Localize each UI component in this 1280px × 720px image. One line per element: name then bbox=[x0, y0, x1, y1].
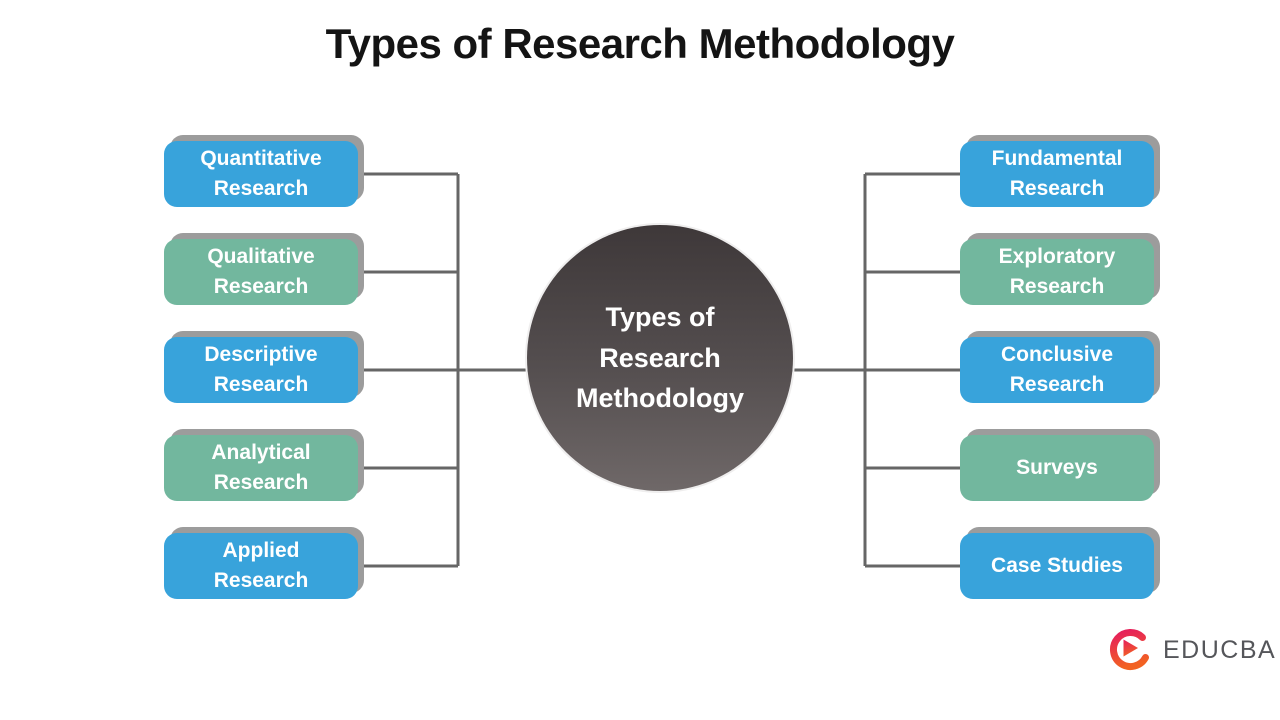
node-conclusive-research: Conclusive Research bbox=[960, 337, 1154, 403]
page-title: Types of Research Methodology bbox=[325, 20, 955, 67]
central-node: Types of Research Methodology bbox=[527, 225, 793, 491]
node-descriptive-research: Descriptive Research bbox=[164, 337, 358, 403]
educba-logo-text: EDUCBA bbox=[1163, 635, 1277, 664]
node-exploratory-research: Exploratory Research bbox=[960, 239, 1154, 305]
node-qualitative-research: Qualitative Research bbox=[164, 239, 358, 305]
educba-logo: EDUCBA bbox=[1106, 624, 1276, 676]
node-quantitative-research: Quantitative Research bbox=[164, 141, 358, 207]
educba-swirl-play-icon bbox=[1106, 626, 1154, 674]
node-analytical-research: Analytical Research bbox=[164, 435, 358, 501]
node-surveys: Surveys bbox=[960, 435, 1154, 501]
node-case-studies: Case Studies bbox=[960, 533, 1154, 599]
node-fundamental-research: Fundamental Research bbox=[960, 141, 1154, 207]
central-node-label: Types of Research Methodology bbox=[576, 302, 744, 414]
node-applied-research: Applied Research bbox=[164, 533, 358, 599]
